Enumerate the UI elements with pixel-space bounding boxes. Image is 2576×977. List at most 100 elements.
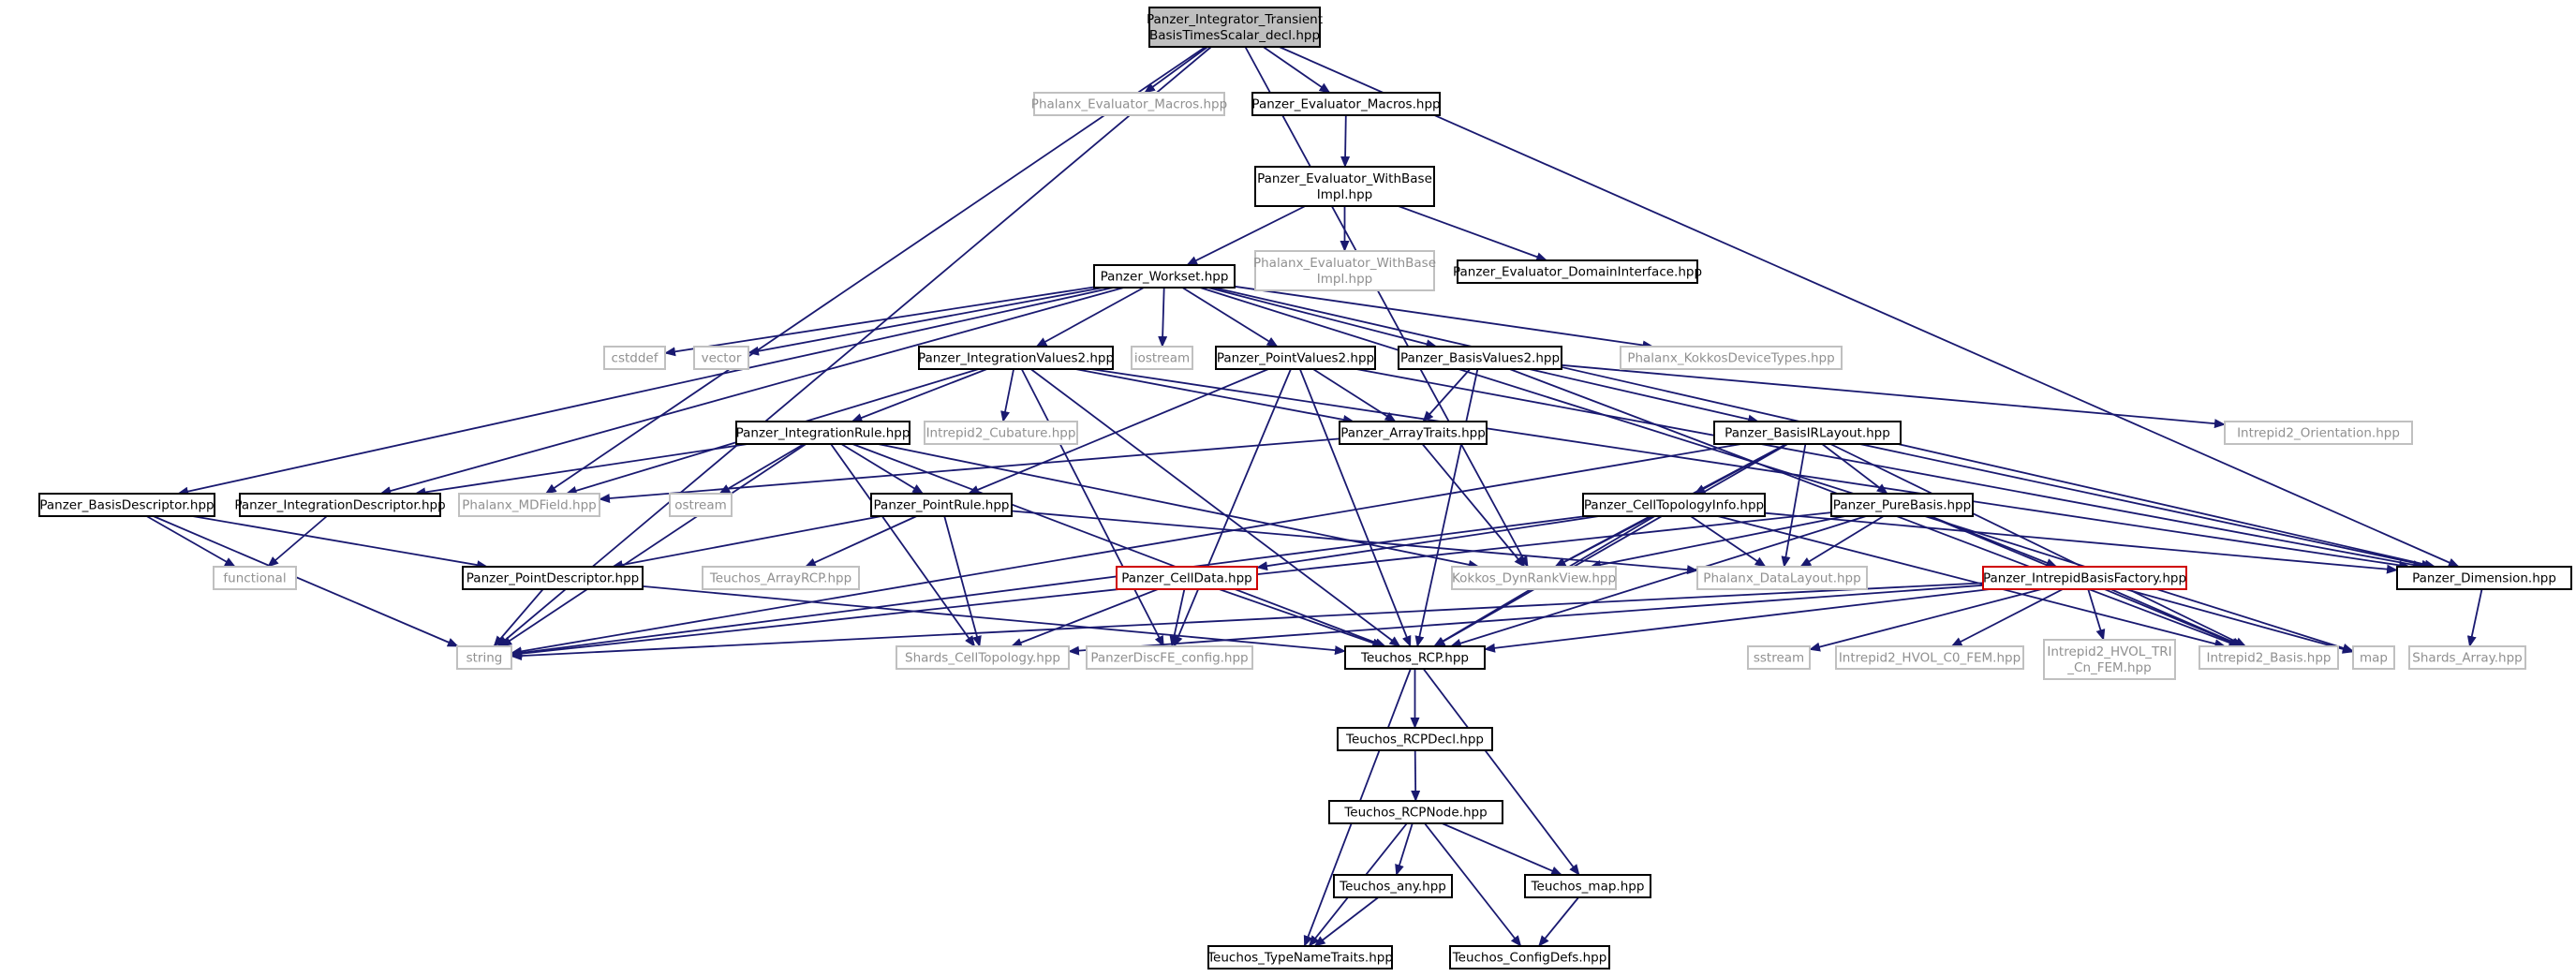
dependency-edge-rcpnode-to-teuchos_any	[1395, 822, 1414, 876]
node-basisirlayout[interactable]: Panzer_BasisIRLayout.hpp	[1713, 421, 1902, 445]
node-teuchos_rcp[interactable]: Teuchos_RCP.hpp	[1344, 645, 1486, 670]
dependency-edge-basisdesc-to-string	[153, 515, 459, 647]
node-configdefs[interactable]: Teuchos_ConfigDefs.hpp	[1449, 945, 1610, 970]
node-label-rcpdecl-0: Teuchos_RCPDecl.hpp	[1345, 733, 1484, 748]
dependency-edge-purebasis-to-kokkos_dyn	[1590, 515, 1846, 570]
node-box-ptrule	[870, 493, 1013, 517]
node-intrep_hvol_tri: Intrepid2_HVOL_TRI_Cn_FEM.hpp	[2043, 639, 2176, 680]
node-root[interactable]: Panzer_Integrator_TransientBasisTimesSca…	[1147, 7, 1323, 48]
node-ptdesc[interactable]: Panzer_PointDescriptor.hpp	[462, 566, 644, 590]
dependency-edge-basisirlayout-to-intrep_basis	[1829, 443, 2247, 647]
dependency-edge-intrule-to-ptrule	[840, 443, 925, 495]
node-box-intdesc	[239, 493, 441, 517]
node-label-rcpnode-0: Teuchos_RCPNode.hpp	[1343, 806, 1487, 821]
node-box-celltopoinfo	[1582, 493, 1766, 517]
node-box-teuchos_rcp	[1344, 645, 1486, 670]
node-basisdesc[interactable]: Panzer_BasisDescriptor.hpp	[38, 493, 215, 517]
dependency-edge-basisfactory-to-intrep_hvol_c0	[1950, 588, 2064, 647]
node-rcpnode[interactable]: Teuchos_RCPNode.hpp	[1328, 800, 1503, 824]
node-box-ptdesc	[462, 566, 644, 590]
node-box-sstream	[1747, 645, 1811, 670]
node-shards_array: Shards_Array.hpp	[2408, 645, 2526, 670]
dependency-edge-intvalues2-to-arraytraits	[1074, 368, 1355, 424]
node-celldata[interactable]: Panzer_CellData.hpp	[1116, 566, 1258, 590]
node-arraytraits[interactable]: Panzer_ArrayTraits.hpp	[1339, 421, 1488, 445]
node-teuchos_arrayrcp: Teuchos_ArrayRCP.hpp	[702, 566, 860, 590]
node-label-ptdesc-0: Panzer_PointDescriptor.hpp	[466, 571, 639, 586]
node-box-intrep_hvol_tri	[2043, 639, 2176, 680]
dependency-edge-workset-to-intdesc	[379, 287, 1124, 496]
node-shards_celltopo: Shards_CellTopology.hpp	[896, 645, 1070, 670]
node-celltopoinfo[interactable]: Panzer_CellTopologyInfo.hpp	[1582, 493, 1766, 517]
node-box-pz_macros	[1251, 92, 1441, 116]
node-box-mdfield	[458, 493, 600, 517]
dependency-edge-celltopoinfo-to-phx_datalayout	[1690, 515, 1767, 568]
node-label-phx_kokkos-0: Phalanx_KokkosDeviceTypes.hpp	[1627, 351, 1834, 366]
node-phx_macros: Phalanx_Evaluator_Macros.hpp	[1031, 92, 1227, 116]
dependency-edge-basisirlayout-to-teuchos_rcp	[1433, 443, 1788, 647]
dependency-edge-arraytraits-to-kokkos_dyn	[1421, 443, 1526, 568]
dependency-edge-ptvalues2-to-arraytraits	[1312, 368, 1397, 422]
node-basisfactory[interactable]: Panzer_IntrepidBasisFactory.hpp	[1982, 566, 2187, 590]
node-label-intrep_orient-0: Intrepid2_Orientation.hpp	[2237, 426, 2400, 441]
dependency-edge-basisirlayout-to-string	[511, 443, 1742, 657]
dependency-edge-basisirlayout-to-dimension	[1859, 443, 2434, 570]
node-box-intvalues2	[918, 346, 1114, 370]
dependency-edge-ptdesc-to-teuchos_rcp	[642, 585, 1346, 656]
node-iostream: iostream	[1131, 346, 1193, 370]
node-purebasis[interactable]: Panzer_PureBasis.hpp	[1830, 493, 1974, 517]
dependency-edge-workset-to-basisdesc	[177, 287, 1114, 496]
node-intrep_cub: Intrepid2_Cubature.hpp	[924, 421, 1078, 445]
dependency-edge-purebasis-to-teuchos_rcp	[1449, 515, 1867, 648]
node-rcpdecl[interactable]: Teuchos_RCPDecl.hpp	[1337, 727, 1493, 751]
node-box-phx_macros	[1033, 92, 1225, 116]
node-label-intrep_hvol_c0-0: Intrepid2_HVOL_C0_FEM.hpp	[1839, 651, 2021, 666]
node-ptvalues2[interactable]: Panzer_PointValues2.hpp	[1215, 346, 1376, 370]
node-intvalues2[interactable]: Panzer_IntegrationValues2.hpp	[918, 346, 1114, 370]
node-label-intdesc-0: Panzer_IntegrationDescriptor.hpp	[234, 498, 445, 513]
node-teuchos_map[interactable]: Teuchos_map.hpp	[1524, 874, 1651, 898]
dependency-edge-intvalues2-to-intrule	[851, 368, 987, 422]
node-dimension[interactable]: Panzer_Dimension.hpp	[2396, 566, 2572, 590]
node-teuchos_any[interactable]: Teuchos_any.hpp	[1333, 874, 1453, 898]
node-pz_macros[interactable]: Panzer_Evaluator_Macros.hpp	[1251, 92, 1441, 116]
node-box-phx_datalayout	[1696, 566, 1868, 590]
node-label-pz_macros-0: Panzer_Evaluator_Macros.hpp	[1251, 97, 1440, 112]
node-label-teuchos_arrayrcp-0: Teuchos_ArrayRCP.hpp	[709, 571, 851, 586]
node-typenametraits[interactable]: Teuchos_TypeNameTraits.hpp	[1207, 945, 1393, 970]
dependency-edge-basisdesc-to-functional	[146, 515, 236, 568]
node-label-arraytraits-0: Panzer_ArrayTraits.hpp	[1340, 426, 1486, 441]
node-label-celltopoinfo-0: Panzer_CellTopologyInfo.hpp	[1584, 498, 1764, 513]
node-box-intrep_hvol_c0	[1835, 645, 2024, 670]
node-label-functional-0: functional	[223, 571, 286, 586]
dependency-edge-intvalues2-to-discfe_config	[1020, 368, 1165, 647]
node-label-basisfactory-0: Panzer_IntrepidBasisFactory.hpp	[1983, 571, 2186, 586]
node-box-intrep_basis	[2198, 645, 2339, 670]
node-box-basisfactory	[1982, 566, 2187, 590]
node-box-purebasis	[1830, 493, 1974, 517]
node-label-teuchos_rcp-0: Teuchos_RCP.hpp	[1360, 651, 1469, 666]
node-intrule[interactable]: Panzer_IntegrationRule.hpp	[735, 421, 910, 445]
node-box-arraytraits	[1339, 421, 1488, 445]
node-box-dimension	[2396, 566, 2572, 590]
node-workset[interactable]: Panzer_Workset.hpp	[1093, 264, 1236, 289]
node-ostream: ostream	[669, 493, 733, 517]
node-intdesc[interactable]: Panzer_IntegrationDescriptor.hpp	[234, 493, 446, 517]
node-layer: Panzer_Integrator_TransientBasisTimesSca…	[38, 7, 2572, 970]
dependency-edge-rcpnode-to-teuchos_map	[1442, 822, 1563, 876]
node-label-cstddef-0: cstddef	[612, 351, 659, 366]
dependency-edge-intvalues2-to-dimension	[1090, 368, 2410, 570]
node-intrep_orient: Intrepid2_Orientation.hpp	[2224, 421, 2413, 445]
node-label-configdefs-0: Teuchos_ConfigDefs.hpp	[1452, 951, 1607, 966]
dependency-edge-root-to-phx_macros	[1144, 46, 1208, 94]
node-box-intrule	[735, 421, 910, 445]
node-label-celldata-0: Panzer_CellData.hpp	[1121, 571, 1252, 586]
node-pz_domain[interactable]: Panzer_Evaluator_DomainInterface.hpp	[1453, 259, 1702, 284]
node-basisvalues2[interactable]: Panzer_BasisValues2.hpp	[1398, 346, 1562, 370]
dependency-edge-celldata-to-discfe_config	[1169, 588, 1186, 647]
node-label-shards_celltopo-0: Shards_CellTopology.hpp	[905, 651, 1060, 666]
dependency-edge-basisfactory-to-teuchos_rcp	[1484, 588, 1991, 653]
node-ptrule[interactable]: Panzer_PointRule.hpp	[870, 493, 1013, 517]
